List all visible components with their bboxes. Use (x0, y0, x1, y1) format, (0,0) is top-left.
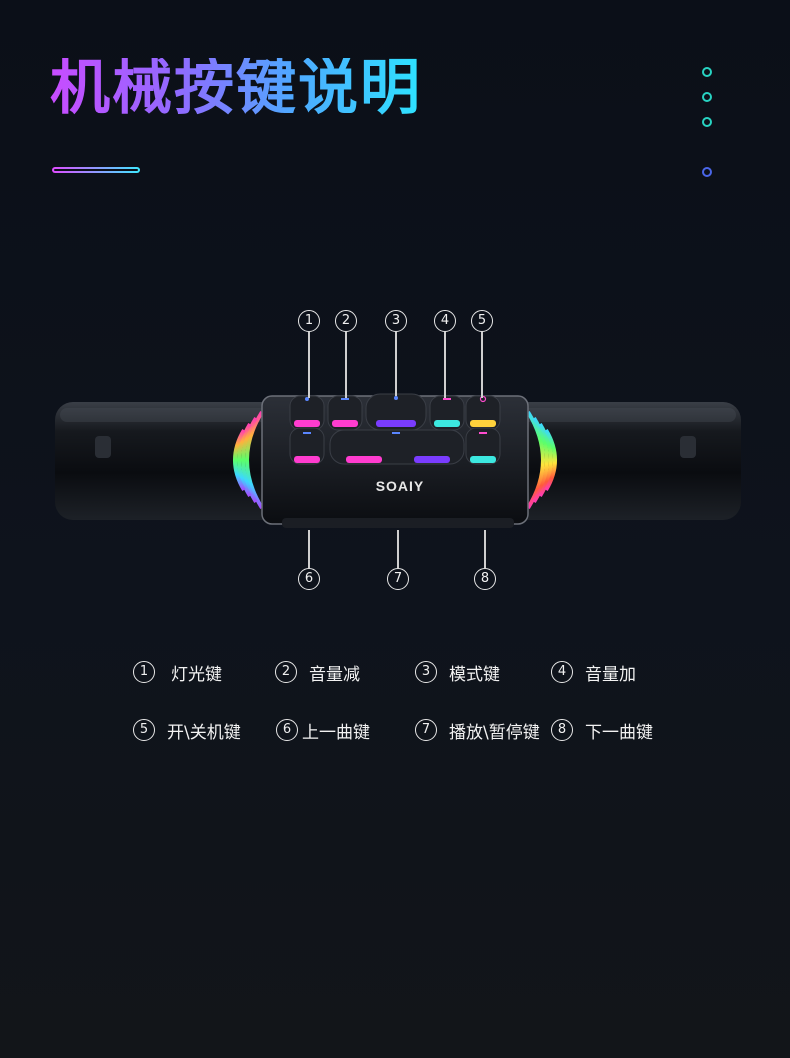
decor-dot-3 (702, 117, 712, 127)
callout-number-6: 6 (298, 568, 320, 590)
legend-label: 开\关机键 (167, 722, 241, 743)
callout-number-8: 8 (474, 568, 496, 590)
decor-dot-4 (702, 167, 712, 177)
legend-number: 8 (551, 719, 573, 741)
legend-number: 7 (415, 719, 437, 741)
legend-number: 1 (133, 661, 155, 683)
legend-item-volume-up: 4 音量加 (551, 659, 636, 685)
legend-label: 音量加 (585, 664, 636, 685)
legend-item-play-pause: 7 播放\暂停键 (415, 717, 540, 743)
callout-number-2: 2 (335, 310, 357, 332)
left-rgb-fins (233, 410, 264, 510)
legend-number: 3 (415, 661, 437, 683)
right-port (680, 436, 696, 458)
legend-label: 音量减 (309, 664, 360, 685)
right-rgb-fins (526, 410, 557, 510)
callout-number-1: 1 (298, 310, 320, 332)
legend-label: 灯光键 (171, 664, 222, 685)
callout-line-3 (395, 332, 397, 396)
legend-item-volume-down: 2 音量减 (275, 659, 360, 685)
decor-dot-1 (702, 67, 712, 77)
legend-number: 6 (276, 719, 298, 741)
legend-number: 5 (133, 719, 155, 741)
legend-number: 2 (275, 661, 297, 683)
keycaps (289, 393, 501, 465)
callout-line-5 (481, 332, 483, 398)
legend-label: 上一曲键 (302, 722, 370, 743)
callout-line-6 (308, 530, 310, 568)
page-title: 机械按键说明 (50, 53, 422, 123)
callout-number-4: 4 (434, 310, 456, 332)
callout-line-2 (345, 332, 347, 398)
legend-item-next-track: 8 下一曲键 (551, 717, 653, 743)
legend-item-power: 5 开\关机键 (133, 717, 241, 743)
legend-label: 播放\暂停键 (449, 722, 540, 743)
legend-item-lighting: 1 灯光键 (133, 659, 222, 685)
title-underline (52, 167, 140, 173)
legend-label: 下一曲键 (585, 722, 653, 743)
legend-item-mode: 3 模式键 (415, 659, 500, 685)
legend-number: 4 (551, 661, 573, 683)
legend-item-previous-track: 6 上一曲键 (276, 717, 370, 743)
callout-line-4 (444, 332, 446, 398)
brand-logo: SOAIY (375, 478, 425, 494)
callout-line-7 (397, 530, 399, 568)
callout-line-1 (308, 332, 310, 398)
callout-line-8 (484, 530, 486, 568)
callout-number-3: 3 (385, 310, 407, 332)
legend-label: 模式键 (449, 664, 500, 685)
left-port (95, 436, 111, 458)
callout-number-5: 5 (471, 310, 493, 332)
callout-number-7: 7 (387, 568, 409, 590)
decor-dot-2 (702, 92, 712, 102)
